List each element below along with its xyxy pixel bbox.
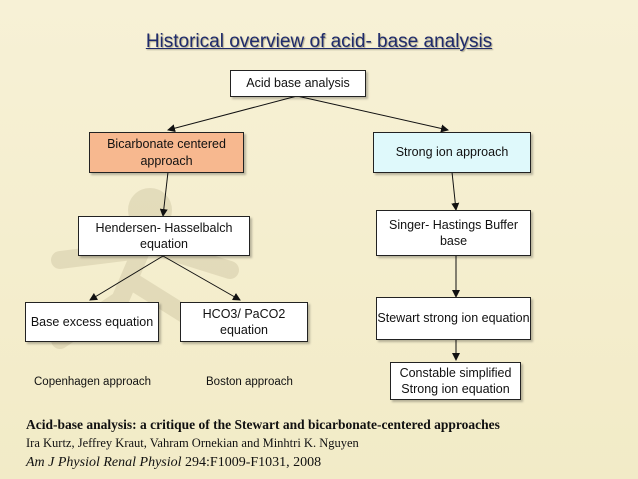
arrow-root-to-bicarbonate — [167, 95, 298, 133]
reference-title: Acid-base analysis: a critique of the St… — [26, 417, 500, 432]
reference-authors: Ira Kurtz, Jeffrey Kraut, Vahram Ornekia… — [26, 436, 359, 450]
node-bicarbonate-centered-approach: Bicarbonate centered approach — [89, 132, 244, 173]
node-hco3-paco2-equation: HCO3/ PaCO2 equation — [180, 302, 308, 342]
reference-journal-line: Am J Physiol Renal Physiol 294:F1009-F10… — [26, 455, 321, 471]
reference-citation: 294:F1009-F1031, 2008 — [185, 455, 322, 470]
arrow-strong-ion-to-singer — [451, 171, 460, 211]
arrow-henderson-to-hco3 — [162, 255, 241, 301]
arrow-bicarbonate-to-henderson — [159, 171, 169, 217]
slide-title: Historical overview of acid- base analys… — [145, 31, 493, 52]
label-boston-approach: Boston approach — [206, 376, 293, 388]
reference-journal: Am J Physiol Renal Physiol — [26, 455, 182, 470]
node-henderson-hasselbalch-equation: Hendersen- Hasselbalch equation — [78, 216, 250, 256]
arrow-root-to-strong-ion — [296, 95, 449, 133]
node-acid-base-analysis: Acid base analysis — [230, 70, 366, 97]
node-stewart-strong-ion-equation: Stewart strong ion equation — [376, 297, 531, 340]
label-copenhagen-approach: Copenhagen approach — [34, 376, 152, 388]
node-strong-ion-approach: Strong ion approach — [373, 132, 531, 173]
arrow-henderson-to-base-excess — [89, 255, 164, 301]
node-constable-simplified-strong-ion-equation: Constable simplified Strong ion equation — [390, 362, 521, 400]
node-base-excess-equation: Base excess equation — [25, 302, 159, 342]
node-singer-hastings-buffer-base: Singer- Hastings Buffer base — [376, 210, 531, 256]
